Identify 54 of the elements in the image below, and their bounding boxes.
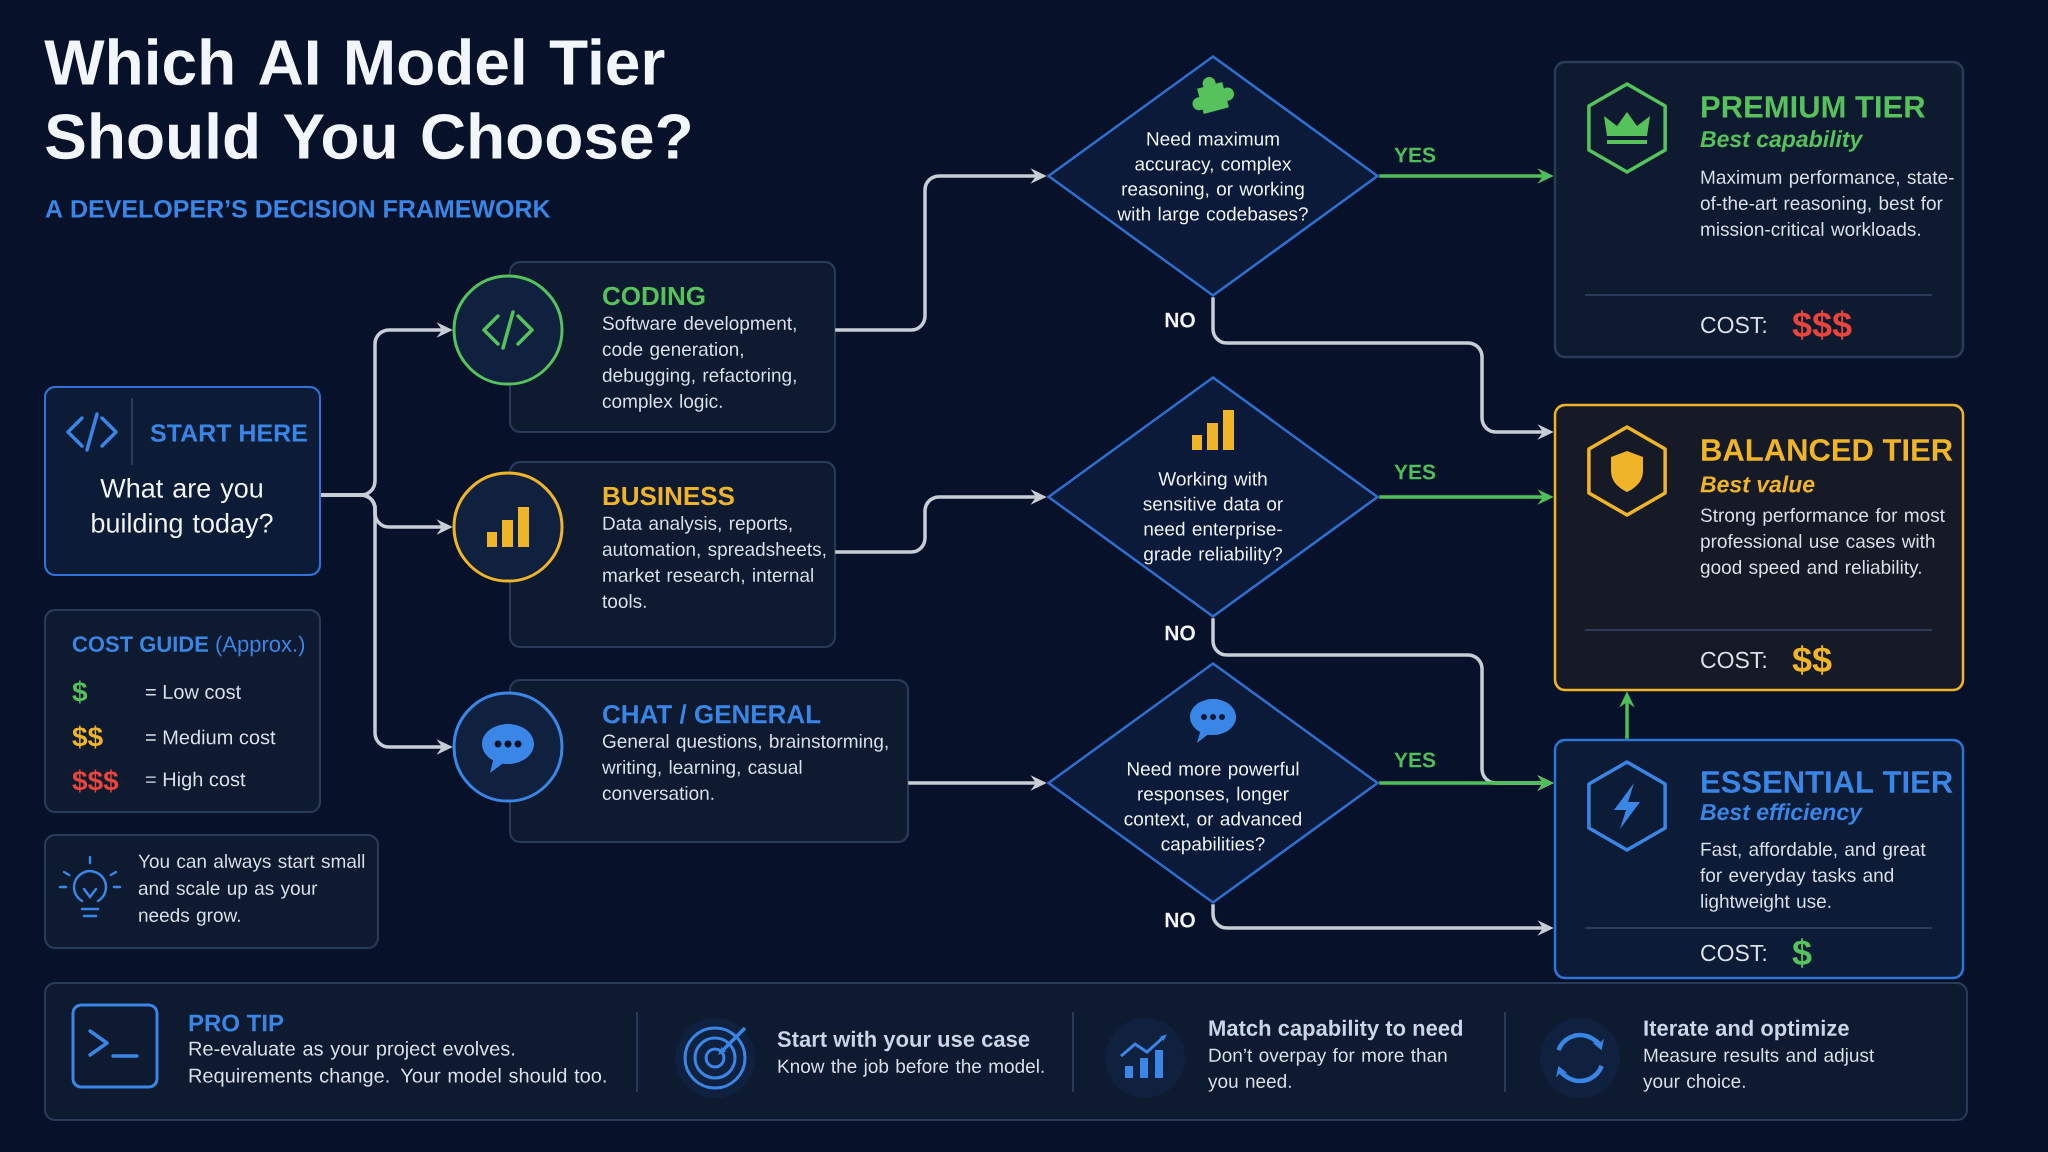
tip-heading: Match capability to need — [1209, 1019, 1463, 1041]
tier-card — [1553, 738, 1965, 980]
category-card — [452, 679, 909, 843]
question-text: Need maximum accuracy, complex reasoning, or working with large codebases? — [1117, 131, 1308, 225]
cost-meaning: = Medium cost — [146, 729, 276, 745]
cost-symbol: $$$ — [1792, 310, 1852, 340]
cost-label: COST: — [1701, 316, 1766, 334]
tier-description: Maximum performance, state-of-the-art reasoning, best for mission-critical workloads. — [1700, 170, 1954, 236]
cost-symbol: $$$ — [72, 769, 119, 793]
tip-text: Don’t overpay for more than you need. — [1208, 1048, 1447, 1092]
tip-text: You can always start small and scale up as your needs grow. — [138, 854, 365, 926]
tip-heading: Iterate and optimize — [1644, 1019, 1849, 1041]
tip-text: Measure results and adjust your choice. — [1643, 1048, 1875, 1092]
pro-tip-bar — [44, 982, 1968, 1121]
tier-heading: PREMIUM TIER — [1702, 96, 1925, 118]
tier-tagline: Best value — [1700, 475, 1815, 493]
card-heading: CODING — [603, 286, 705, 306]
card-heading: BUSINESS — [603, 486, 734, 506]
card-description: General questions, brainstorming, writing, learning, casual conversation. — [602, 734, 888, 800]
cost-label: COST: — [1701, 944, 1766, 962]
tier-description: Fast, affordable, and great for everyday tasks and lightweight use. — [1700, 842, 1926, 912]
title: Which AI Model Tier Should You Choose? — [44, 38, 690, 160]
start-box — [44, 386, 321, 576]
cost-symbol: $$ — [1792, 645, 1832, 675]
tip-box — [44, 834, 379, 949]
tier-card — [1553, 60, 1965, 359]
category-card — [452, 461, 836, 648]
tier-heading: BALANCED TIER — [1702, 439, 1953, 461]
tier-card — [1553, 403, 1965, 692]
tip-text: Know the job before the model. — [778, 1059, 1044, 1077]
cost-symbol: $$ — [72, 725, 103, 749]
tip-heading: PRO TIP — [189, 1014, 284, 1032]
box-heading: START HERE — [150, 424, 307, 442]
cost-symbol: $ — [72, 680, 88, 704]
cost-meaning: = High cost — [146, 771, 246, 791]
tip-text: Re-evaluate as your project evolves. Requirements change. Your model should too. — [189, 1041, 606, 1087]
cost-meaning: = Low cost — [146, 685, 241, 699]
question-text: What are you building today? — [92, 477, 273, 539]
box-heading: COST GUIDE (Approx.) — [72, 635, 305, 657]
tier-description: Strong performance for most professional use cases with good speed and reliability. — [1700, 508, 1945, 578]
subtitle: A DEVELOPER’S DECISION FRAMEWORK — [45, 200, 551, 218]
tip-heading: Start with your use case — [777, 1030, 1030, 1052]
category-card — [452, 261, 836, 433]
cost-guide-box — [44, 609, 321, 813]
card-description: Data analysis, reports, automation, spreadsheets, market research, internal tools. — [602, 516, 826, 608]
tier-tagline: Best efficiency — [1700, 803, 1863, 825]
question-text: Need more powerful responses, longer context, or advanced capabilities? — [1124, 761, 1301, 855]
tier-heading: ESSENTIAL TIER — [1702, 771, 1953, 793]
cost-label: COST: — [1701, 651, 1766, 669]
card-heading: CHAT / GENERAL — [603, 704, 821, 724]
tier-tagline: Best capability — [1700, 130, 1864, 152]
card-description: Software development, code generation, debugging, refactoring, complex logic. — [602, 316, 796, 412]
cost-symbol: $ — [1792, 938, 1812, 968]
question-text: Working with sensitive data or need enterprise-grade reliability? — [1143, 471, 1283, 565]
